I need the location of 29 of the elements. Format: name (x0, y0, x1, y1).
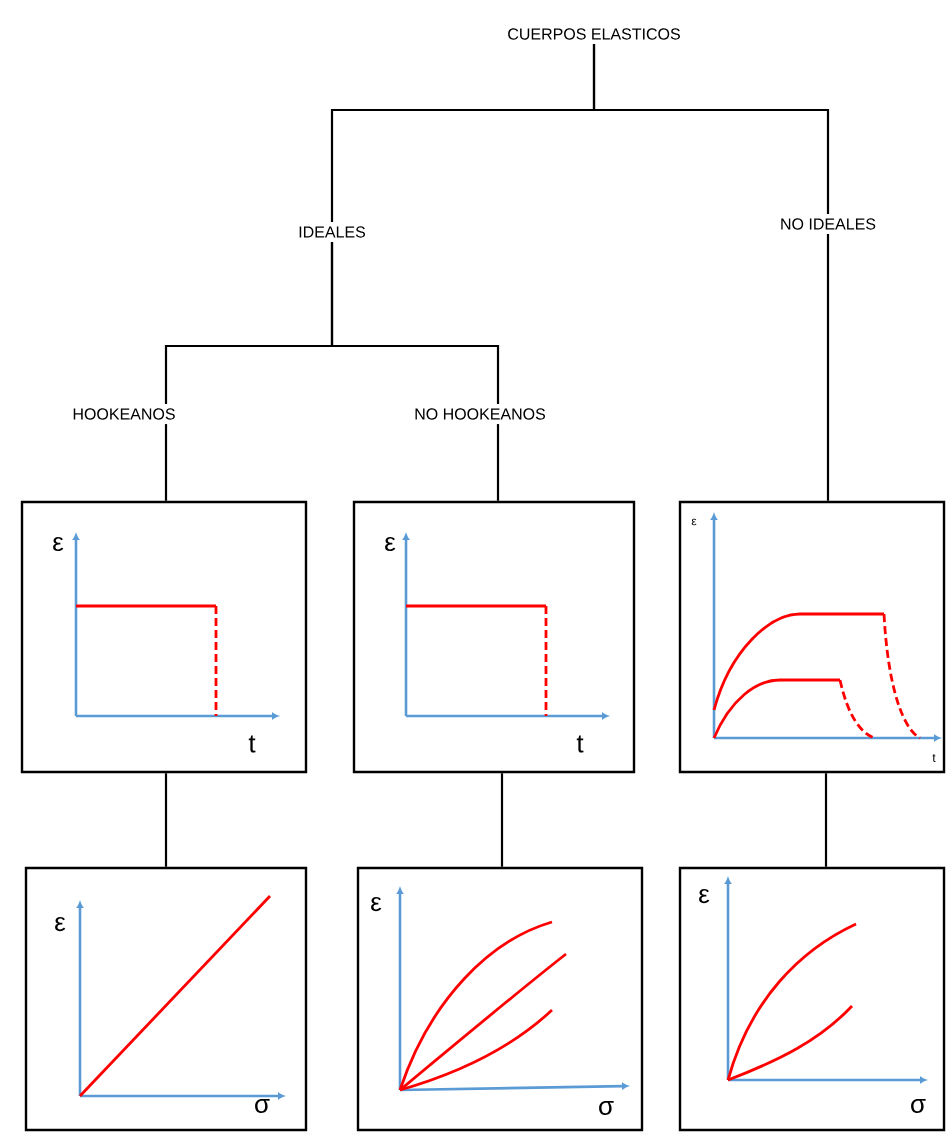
axis-label: ε (385, 536, 396, 552)
category-label: HOOKEANOS (73, 408, 175, 420)
category-label: NO IDEALES (781, 218, 876, 230)
graph-box (24, 866, 308, 1132)
axis-label: σ (255, 1099, 270, 1113)
graph-box (356, 866, 644, 1132)
axis-label: σ (911, 1099, 926, 1113)
axis-label: ε (699, 888, 710, 904)
category-label: NO HOOKEANOS (415, 408, 546, 420)
axis-label: t (576, 735, 584, 753)
axis-label: ε (53, 536, 64, 552)
axis-label: σ (599, 1101, 614, 1115)
axis-label: ε (55, 916, 66, 932)
tree-connector (496, 424, 500, 501)
tree-connector (592, 44, 830, 214)
tree-connector (330, 242, 500, 404)
graph-box (20, 500, 308, 774)
graph-box (678, 866, 946, 1132)
tree-connector (824, 773, 828, 867)
axis-label: t (248, 735, 256, 753)
graph-box (678, 500, 946, 774)
tree-connector (826, 234, 830, 501)
category-label: IDEALES (299, 226, 366, 238)
category-label: CUERPOS ELASTICOS (508, 28, 680, 40)
tree-connector (164, 424, 168, 501)
tree-connector (500, 773, 504, 867)
tree-connector (164, 773, 168, 867)
axis-label: ε (371, 896, 382, 912)
graph-box (352, 500, 636, 774)
